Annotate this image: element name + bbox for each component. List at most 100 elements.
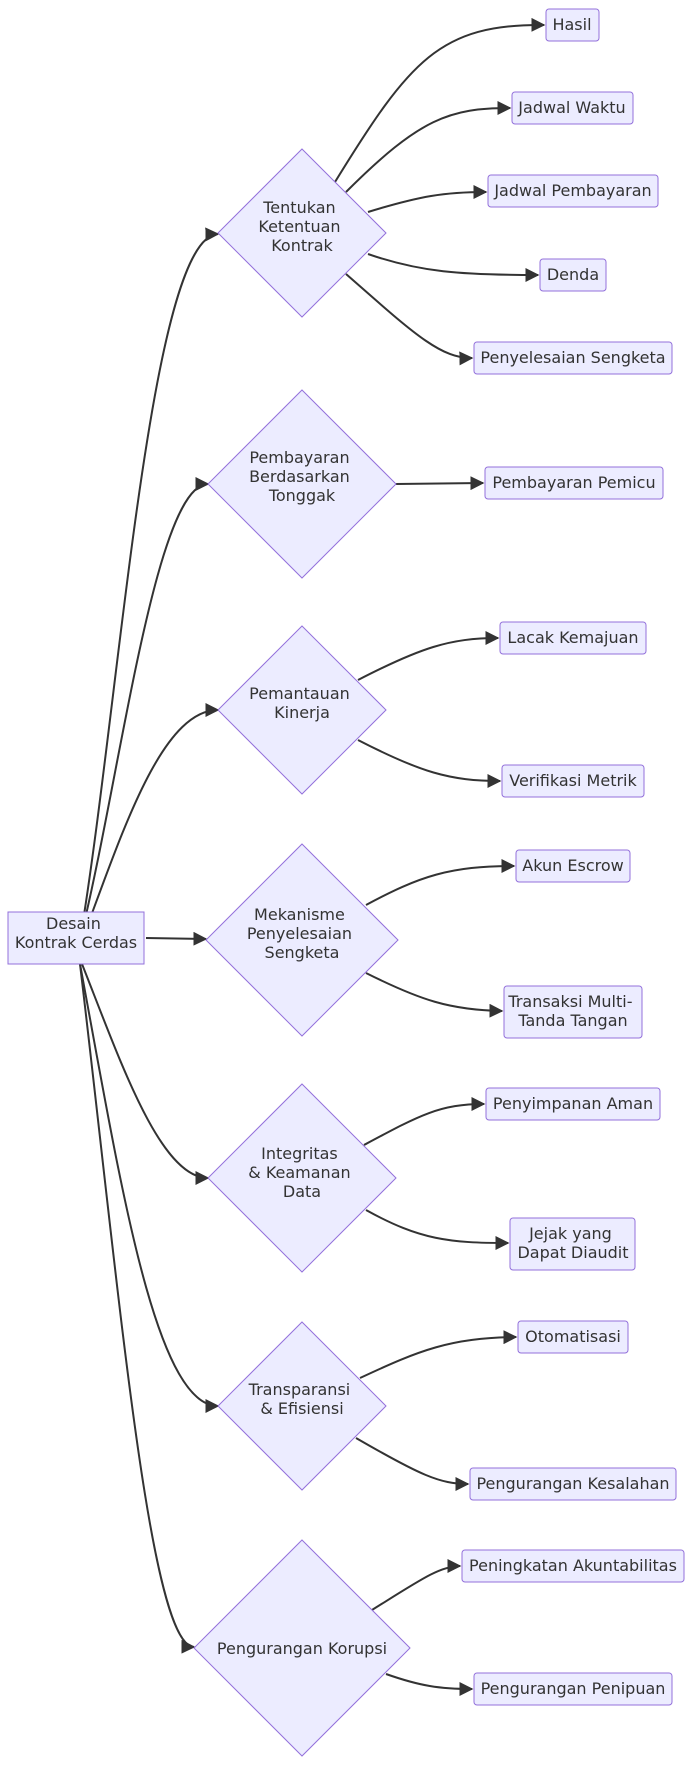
decision-label-line: Sengketa [265, 943, 340, 962]
leaf-l1-label: Hasil [552, 15, 591, 34]
leaf-l13-box [517, 1320, 629, 1354]
leaf-label-line: Denda [547, 265, 599, 284]
leaf-label-line: Jadwal Pembayaran [493, 181, 651, 200]
decision-label-line: Kontrak [271, 236, 333, 255]
leaf-l12-box [509, 1217, 636, 1271]
leaf-l2-box [511, 91, 634, 125]
root-node [7, 911, 145, 965]
leaf-l3-box [487, 174, 659, 208]
decision-label-line: Data [283, 1182, 321, 1201]
leaf-l10-box [503, 985, 643, 1039]
decision-label-line: Mekanisme [254, 905, 345, 924]
decision-label-line: Pengurangan Korupsi [217, 1639, 387, 1658]
leaf-l10-label: Transaksi Multi- Tanda Tangan [507, 992, 637, 1030]
edge-d1-l3 [367, 185, 488, 213]
edge-d3-l7 [357, 631, 500, 681]
decision-d2-label: Pembayaran Berdasarkan Tonggak [249, 448, 355, 505]
leaf-label-line: Jadwal Waktu [517, 98, 625, 117]
edge-d5-l11 [363, 1097, 486, 1146]
decision-d1-label: Tentukan Ketentuan Kontrak [258, 198, 345, 255]
leaf-l13: Otomatisasi [517, 1320, 629, 1354]
edge-d1-l4 [367, 253, 540, 282]
leaf-l12-label: Jejak yang Dapat Diaudit [517, 1224, 628, 1262]
decision-d6: Transparansi & Efisiensi [217, 1321, 387, 1491]
leaf-label-line: Penyelesaian Sengketa [480, 348, 665, 367]
edge-root-d4 [145, 931, 208, 946]
leaf-l3-label: Jadwal Pembayaran [493, 181, 651, 200]
leaf-l11-box [485, 1087, 661, 1121]
leaf-label-line: Penyimpanan Aman [493, 1094, 653, 1113]
leaf-l5-label: Penyelesaian Sengketa [480, 348, 665, 367]
decision-d4-label: Mekanisme Penyelesaian Sengketa [247, 905, 357, 962]
decision-d7-shape [193, 1539, 411, 1757]
decision-d5-label: Integritas & Keamanan Data [248, 1144, 355, 1201]
decision-label-line: Kinerja [274, 703, 330, 722]
decision-d6-label: Transparansi & Efisiensi [248, 1380, 356, 1418]
leaf-l9-label: Akun Escrow [522, 856, 623, 875]
leaf-l4: Denda [539, 258, 607, 292]
decision-label-line: Pemantauan [249, 684, 350, 703]
decision-label-line: & Keamanan [248, 1163, 350, 1182]
decision-d7-label: Pengurangan Korupsi [217, 1639, 387, 1658]
root-node-label: Desain Kontrak Cerdas [15, 914, 137, 952]
decision-d2-shape [207, 389, 397, 579]
decision-d7: Pengurangan Korupsi [193, 1539, 411, 1757]
leaf-label-line: Akun Escrow [522, 856, 623, 875]
leaf-l16-box [473, 1672, 673, 1706]
leaf-l13-label: Otomatisasi [525, 1327, 621, 1346]
decision-label-line: Ketentuan [258, 217, 340, 236]
edge-root-d6 [79, 963, 220, 1413]
decision-label-line: Tentukan [262, 198, 335, 217]
edge-d6-l14 [355, 1437, 470, 1491]
leaf-label-line: Pengurangan Kesalahan [476, 1474, 669, 1493]
edge-d6-l13 [359, 1330, 518, 1379]
leaf-l8: Verifikasi Metrik [501, 764, 645, 798]
edge-root-d5 [81, 963, 210, 1185]
edge-d1-l2 [345, 101, 512, 193]
leaf-l9: Akun Escrow [515, 849, 631, 883]
edge-d4-l10 [365, 972, 504, 1018]
edge-d2-l6 [395, 476, 485, 491]
leaf-l14: Pengurangan Kesalahan [469, 1467, 677, 1501]
decision-d5: Integritas & Keamanan Data [207, 1083, 397, 1273]
leaf-label-line: Lacak Kemajuan [507, 628, 638, 647]
edge-d1-l5 [345, 273, 474, 366]
edge-d7-l16 [385, 1673, 474, 1696]
edge-root-d3 [81, 703, 220, 941]
leaf-l5: Penyelesaian Sengketa [473, 341, 673, 375]
edge-d5-l12 [365, 1209, 510, 1250]
decision-label-line: Transparansi [248, 1380, 351, 1399]
leaf-label-line: Hasil [552, 15, 591, 34]
leaf-label-line: Transaksi Multi- [507, 992, 632, 1011]
edge-d4-l9 [365, 859, 516, 906]
leaf-l9-box [515, 849, 631, 883]
leaf-label-line: Dapat Diaudit [517, 1243, 628, 1262]
decision-label-line: Integritas [261, 1144, 338, 1163]
decision-d2: Pembayaran Berdasarkan Tonggak [207, 389, 397, 579]
leaf-label-line: Verifikasi Metrik [509, 771, 637, 790]
decision-d3: Pemantauan Kinerja [217, 625, 387, 795]
leaf-l6-label: Pembayaran Pemicu [492, 473, 655, 492]
leaf-label-line: Otomatisasi [525, 1327, 621, 1346]
edge-root-d2 [79, 477, 210, 941]
leaf-l5-box [473, 341, 673, 375]
leaf-l7-label: Lacak Kemajuan [507, 628, 638, 647]
leaf-l16: Pengurangan Penipuan [473, 1672, 673, 1706]
leaf-label-line: Pembayaran Pemicu [492, 473, 655, 492]
edge-d3-l8 [357, 739, 502, 788]
decision-label-line: Penyelesaian [247, 924, 352, 943]
leaf-l11-label: Penyimpanan Aman [493, 1094, 653, 1113]
leaf-label-line: Tanda Tangan [517, 1011, 627, 1030]
decision-d1: Tentukan Ketentuan Kontrak [217, 148, 387, 318]
leaf-l11: Penyimpanan Aman [485, 1087, 661, 1121]
edge-d1-l1 [334, 17, 546, 183]
leaf-l4-box [539, 258, 607, 292]
leaf-l16-label: Pengurangan Penipuan [481, 1679, 666, 1698]
leaf-label-line: Jejak yang [528, 1224, 612, 1243]
leaf-l1: Hasil [545, 8, 600, 42]
leaf-l1-box [545, 8, 600, 42]
leaf-l3: Jadwal Pembayaran [487, 174, 659, 208]
leaf-l6: Pembayaran Pemicu [484, 466, 664, 500]
leaf-l8-box [501, 764, 645, 798]
